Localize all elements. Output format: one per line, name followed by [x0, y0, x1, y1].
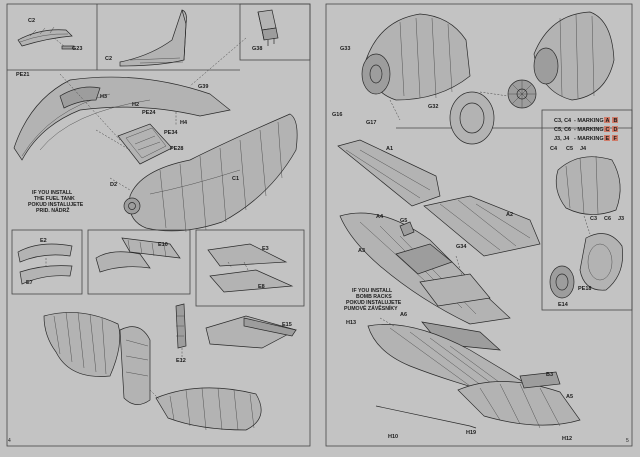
left-page-number: 4	[8, 438, 11, 444]
label-pe28: PE28	[170, 146, 183, 152]
fuel-tank-note-line-4: PRID. NÁDRŽ	[36, 206, 70, 214]
label-e12: E12	[176, 358, 186, 364]
label-e7: E7	[26, 280, 33, 286]
label-e8: E8	[258, 284, 265, 290]
canopy-parts-drawing	[17, 26, 75, 50]
tail-fin-drawing	[119, 9, 187, 67]
left-page-frame	[6, 3, 311, 447]
fuel-tank-note-line-2: THE FUEL TANK	[34, 196, 75, 202]
label-c1: C1	[232, 176, 239, 182]
fuel-tank-note: IF YOU INSTALL THE FUEL TANK POKUD INSTA…	[28, 190, 84, 214]
label-g39: G39	[198, 84, 208, 90]
label-c2-top: C2	[28, 18, 35, 24]
label-h3: H3	[100, 94, 107, 100]
left-top-right-panel	[239, 3, 311, 61]
label-e2: E2	[40, 238, 47, 244]
label-e15: E15	[282, 322, 292, 328]
label-pe24: PE24	[142, 110, 156, 116]
elevator-panel-b	[87, 229, 191, 295]
label-pe21: PE21	[16, 72, 29, 78]
stabilizer-panel	[195, 229, 305, 307]
label-h2: H2	[132, 102, 139, 108]
fuel-tank-note-line-1: IF YOU INSTALL	[32, 190, 73, 196]
label-pe34: PE34	[164, 130, 178, 136]
pilot-seat-drawing	[257, 9, 279, 46]
label-g38: G38	[252, 46, 262, 52]
label-g23: G23	[72, 46, 82, 52]
label-e10: E10	[158, 242, 168, 248]
fuel-tank-note-line-3: POKUD INSTALUJETE	[28, 202, 84, 208]
label-e3: E3	[262, 246, 269, 252]
label-c2-mid: C2	[105, 56, 112, 62]
label-h4: H4	[180, 120, 188, 126]
elevator-panel-a	[11, 229, 83, 295]
label-d2: D2	[110, 182, 117, 188]
fuselage-assembly-drawing	[13, 37, 298, 233]
horizontal-stabilizer-assembly-drawing	[43, 303, 297, 431]
elevator-parts-a-drawing	[17, 243, 73, 285]
elevator-parts-b-drawing	[95, 237, 181, 273]
stabilizer-parts-drawing	[207, 243, 294, 293]
